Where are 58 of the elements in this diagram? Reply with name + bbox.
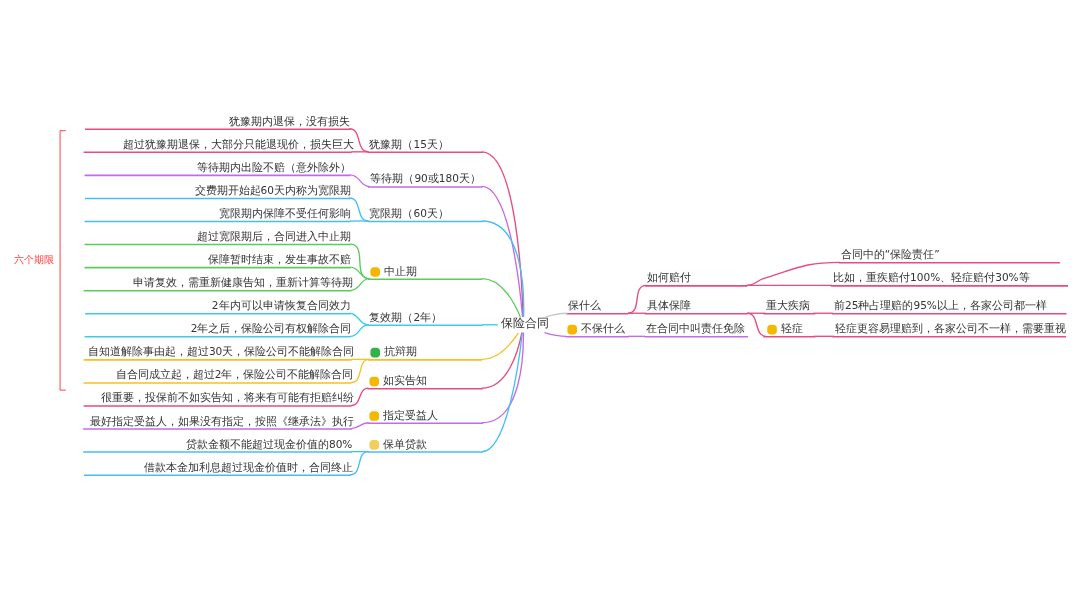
connector bbox=[350, 277, 371, 291]
node-text: 自合同成立起，超过2年，保险公司不能解除合同 bbox=[115, 367, 354, 380]
node-text: 宽限期（60天） bbox=[369, 206, 449, 219]
connector bbox=[349, 173, 371, 187]
connector bbox=[746, 261, 841, 286]
node-text: 交费期开始起60天内称为宽限期 bbox=[194, 183, 351, 196]
connector bbox=[481, 331, 524, 452]
connector bbox=[350, 358, 371, 383]
connector bbox=[543, 331, 568, 337]
connector bbox=[746, 284, 833, 286]
node-text: 在合同中叫责任免除 bbox=[646, 321, 746, 334]
connector bbox=[627, 312, 647, 314]
connector bbox=[812, 312, 834, 314]
connector bbox=[812, 335, 835, 337]
node-text: 超过宽限期后，合同进入中止期 bbox=[197, 229, 352, 242]
connector bbox=[481, 219, 525, 318]
node-text: 保障暂时结束，发生事故不赔 bbox=[208, 252, 352, 265]
node-text: 如何赔付 bbox=[647, 270, 692, 283]
node-text: 重大疾病 bbox=[766, 298, 811, 311]
connector bbox=[349, 323, 370, 337]
connector bbox=[348, 196, 370, 222]
connector bbox=[481, 331, 520, 360]
node-text: 自知道解除事由起，超过30天，保险公司不能解除合同 bbox=[87, 344, 355, 357]
node-text: 轻症更容易理赔到，各家公司不一样，需要重视 bbox=[834, 321, 1066, 334]
connector bbox=[627, 284, 647, 314]
node-text: 合同中的“保险责任” bbox=[840, 247, 940, 260]
connector bbox=[350, 150, 370, 152]
node-text: 等待期内出险不赔（意外除外） bbox=[197, 160, 352, 173]
connector bbox=[746, 312, 767, 337]
connector bbox=[481, 331, 525, 423]
node-text: 贷款金额不能超过现金价值的80% bbox=[185, 437, 353, 450]
node-text: 保险合同 bbox=[501, 315, 550, 330]
connector bbox=[481, 150, 524, 318]
node-text: 2年之后，保险公司有权解除合同 bbox=[190, 321, 352, 334]
connector bbox=[481, 331, 523, 389]
node-text: 具体保障 bbox=[647, 298, 692, 311]
connector bbox=[481, 185, 524, 318]
node-text: 复效期（2年） bbox=[369, 310, 443, 323]
connector bbox=[349, 219, 370, 222]
node-text: 犹豫期（15天） bbox=[369, 137, 449, 150]
node-text: 2年内可以申请恢复合同效力 bbox=[211, 298, 351, 311]
connector bbox=[544, 312, 569, 318]
node-text: 很重要，投保前不如实告知，将来有可能有拒赔纠纷 bbox=[101, 390, 355, 403]
node-text: 超过犹豫期退保，大部分只能退现价，损失巨大 bbox=[122, 137, 354, 150]
node-text: 最好指定受益人，如果没有指定，按照《继承法》执行 bbox=[89, 414, 354, 427]
node-text: 借款本金加利息超过现金价值时，合同终止 bbox=[143, 460, 353, 473]
node-text: 犹豫期内退保，没有损失 bbox=[229, 114, 351, 127]
node-text: 比如，重疾赔付100%、轻症赔付30%等 bbox=[833, 270, 1030, 283]
connector bbox=[348, 127, 370, 152]
label: 六个期限 bbox=[13, 253, 54, 265]
connector bbox=[481, 277, 521, 317]
connector bbox=[350, 421, 370, 429]
connector bbox=[350, 387, 370, 406]
node-text: 等待期（90或180天） bbox=[370, 171, 481, 184]
node-text: 保什么 bbox=[568, 298, 602, 311]
node-text: 宽限期内保障不受任何影响 bbox=[218, 206, 351, 219]
node-text: 前25种占理赔的95%以上，各家公司都一样 bbox=[834, 298, 1047, 311]
node-text: 申请复效，需重新健康告知，重新计算等待期 bbox=[133, 275, 354, 288]
